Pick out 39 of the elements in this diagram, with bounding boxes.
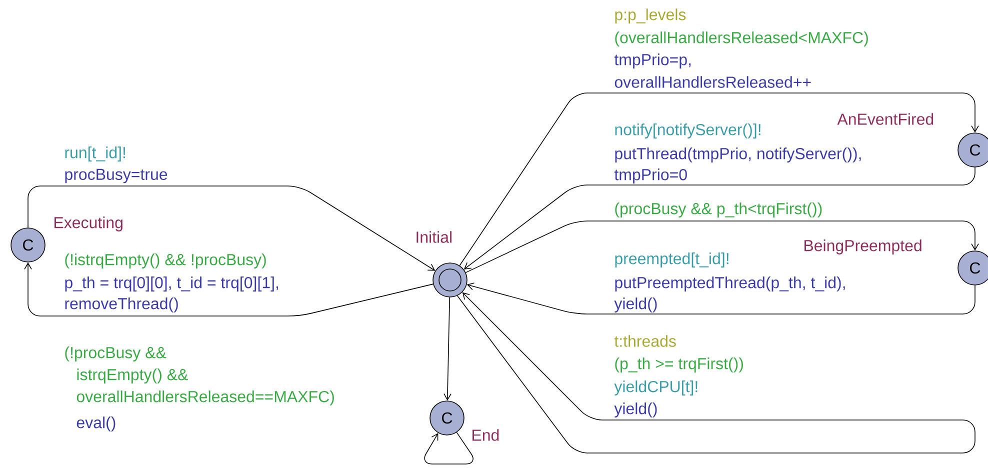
transition-label: eval() <box>75 416 118 432</box>
transition-label: notify[notifyServer()]! <box>613 122 763 140</box>
transition-label: (p_th >= trqFirst()) <box>613 356 745 374</box>
transition-label: p:p_levels <box>613 8 688 24</box>
location-name: Initial <box>416 231 452 243</box>
location-name: BeingPreempted <box>804 240 922 254</box>
transition-arrow <box>459 92 979 266</box>
transition-label: removeThread() <box>63 296 180 314</box>
transition-label: tmpPrio=0 <box>613 168 689 184</box>
transition-label: (overallHandlersReleased<MAXFC) <box>613 30 870 48</box>
transition-label: putThread(tmpPrio, notifyServer()), <box>613 146 864 164</box>
transition-arrow <box>465 220 979 273</box>
transition-label: (!procBusy && <box>63 346 168 362</box>
location-name: Executing <box>54 216 122 232</box>
transition-label: preempted[t_id]! <box>613 252 731 268</box>
transition-arrow <box>466 282 976 314</box>
transition-label: yield() <box>613 402 659 418</box>
transition-arrow <box>464 166 976 270</box>
transition-label: t:threads <box>613 334 678 348</box>
transition-label: yield() <box>613 296 659 314</box>
transition-label: overallHandlersReleased==MAXFC) <box>75 390 336 406</box>
transition-label: putPreemptedThread(p_th, t_id), <box>613 276 848 292</box>
initial-location-circle <box>432 262 468 298</box>
location-name: End <box>472 429 499 441</box>
transition-label: yieldCPU[t]! <box>613 380 700 396</box>
transition-arrow <box>456 292 976 454</box>
transition-arrow <box>28 186 436 271</box>
transition-label: tmpPrio=p, <box>613 52 694 70</box>
transition-label: overallHandlersReleased++ <box>613 75 813 89</box>
transition-label: procBusy=true <box>63 168 169 184</box>
transition-label: (procBusy && p_th<trqFirst()) <box>613 202 824 218</box>
transition-arrow <box>444 296 452 401</box>
transition-label: (!istrqEmpty() && !procBusy) <box>63 252 268 270</box>
transition-label: run[t_id]! <box>63 146 128 162</box>
transition-arrow <box>24 262 434 316</box>
transition-label: p_th = trq[0][0], t_id = trq[0][1], <box>63 276 280 292</box>
transition-arrow <box>424 432 474 464</box>
transition-label: istrqEmpty() && <box>75 368 190 384</box>
location-name: AnEventFired <box>837 113 934 125</box>
